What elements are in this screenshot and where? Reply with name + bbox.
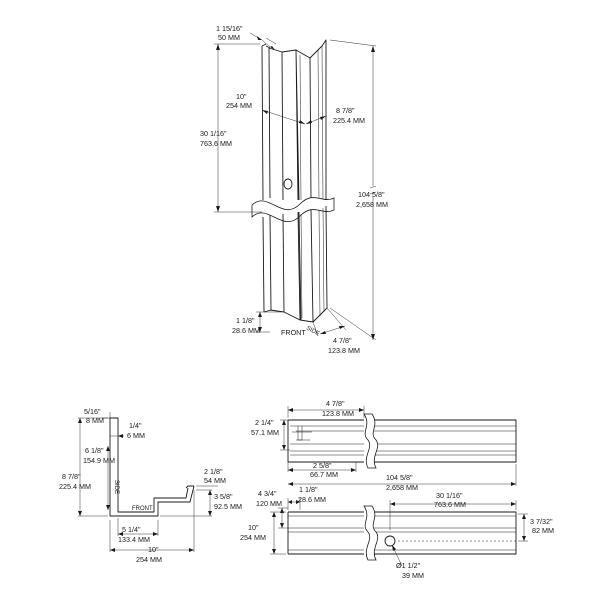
dim-label: 54 MM	[204, 476, 226, 485]
dim-upper-side: 6 1/8" 154.9 MM	[83, 446, 115, 510]
dim-label: 154.9 MM	[83, 456, 115, 465]
dim-label: 1 1/8"	[236, 316, 255, 325]
dim-label: 123.8 MM	[328, 346, 360, 355]
dim-bottom-side: 4 7/8" 123.8 MM	[312, 307, 360, 355]
dim-front-total: 10" 254 MM	[109, 490, 195, 564]
dim-label: 254 MM	[240, 533, 266, 542]
dim-label: 763.6 MM	[200, 139, 232, 148]
dim-label: 2,658 MM	[356, 200, 388, 209]
dim-front-width: 10" 254 MM	[226, 92, 306, 125]
dim-label: 254 MM	[226, 101, 252, 110]
dim-label: 123.8 MM	[322, 409, 354, 418]
dim-right-depth: 3 5/8" 92.5 MM	[160, 489, 242, 517]
dim-label: 92.5 MM	[214, 502, 242, 511]
dim-label: 8 MM	[86, 416, 104, 425]
dim-label: 225.4 MM	[333, 116, 365, 125]
dim-hole-location: 30 1/16" 763.6 MM	[389, 491, 517, 530]
dim-label: 57.1 MM	[251, 428, 279, 437]
front-elevation-body	[287, 505, 517, 561]
dim-top-width: 4 7/8" 123.8 MM	[287, 399, 365, 418]
dim-label: 4 3/4"	[258, 489, 277, 498]
break-symbol	[363, 413, 379, 469]
side-elevation-body	[287, 413, 517, 469]
dim-label: 1/4"	[129, 421, 142, 430]
dim-label: 28.6 MM	[232, 326, 260, 335]
dim-label: 10"	[248, 523, 259, 532]
dim-label: 5/16"	[84, 407, 101, 416]
dim-label: 133.4 MM	[118, 535, 150, 544]
break-symbol	[363, 505, 379, 561]
dim-label: 66.7 MM	[310, 470, 338, 479]
section-profile	[110, 417, 189, 513]
dim-inner: 2 5/8" 66.7 MM	[287, 461, 357, 479]
side-label: SIDE	[305, 325, 320, 337]
dim-label: 104 5/8"	[358, 190, 385, 199]
dim-left-flange: 2 1/4" 57.1 MM	[251, 418, 290, 451]
dim-label: 225.4 MM	[59, 482, 91, 491]
dim-height: 10" 254 MM	[240, 511, 286, 555]
dim-lip: 5/16" 8 MM	[84, 407, 118, 425]
dim-label: 1 15/16"	[216, 24, 243, 33]
side-label: SIDE	[113, 480, 119, 494]
dim-label: Ø1 1/2"	[396, 561, 421, 570]
dim-label: 2 1/4"	[255, 418, 274, 427]
dim-hole-dia: Ø1 1/2" 39 MM	[391, 544, 424, 580]
dim-label: 6 MM	[127, 431, 145, 440]
dim-front-inner: 5 1/4" 133.4 MM	[117, 518, 159, 544]
dim-label: 763.6 MM	[434, 500, 466, 509]
mounting-hole	[384, 535, 396, 547]
dim-label: 2,658 MM	[386, 483, 418, 492]
front-elevation-view: 4 3/4" 120 MM 1 1/8" 28.6 MM 30 1/16" 76…	[240, 485, 554, 580]
dim-label: 4 7/8"	[333, 336, 352, 345]
dim-label: 39 MM	[402, 571, 424, 580]
front-label: FRONT	[132, 506, 153, 512]
dim-label: 50 MM	[218, 33, 240, 42]
dim-label: 30 1/16"	[436, 491, 463, 500]
perspective-view: 1 15/16" 50 MM 30 1/16" 763.6 MM 10" 254…	[200, 24, 388, 355]
front-label: FRONT	[281, 328, 306, 337]
dim-hole-height: 3 7/32" 82 MM	[518, 513, 554, 542]
dim-label: 4 7/8"	[326, 399, 345, 408]
dim-label: 1 1/8"	[299, 485, 318, 494]
dim-thickness: 1/4" 6 MM	[110, 421, 145, 440]
dim-flange: 1 15/16" 50 MM	[216, 24, 277, 50]
side-elevation-view: 4 7/8" 123.8 MM 2 1/4" 57.1 MM 2 5/8" 66…	[251, 399, 517, 492]
dim-top-length: 30 1/16" 763.6 MM	[200, 43, 262, 213]
dim-label: 8 7/8"	[62, 472, 81, 481]
dim-label: 3 5/8"	[214, 492, 233, 501]
break-symbol	[251, 197, 335, 222]
dim-side-total: 8 7/8" 225.4 MM	[59, 417, 108, 517]
dim-label: 120 MM	[256, 499, 282, 508]
dim-length: 104 5/8" 2,658 MM	[288, 464, 517, 492]
dim-label: 8 7/8"	[336, 106, 355, 115]
dim-label: 3 7/32"	[530, 517, 553, 526]
dim-total-length: 104 5/8" 2,658 MM	[329, 39, 388, 341]
dim-label: 2 5/8"	[313, 461, 332, 470]
dim-right-flange: 2 1/8" 54 MM	[196, 467, 226, 487]
mounting-hole	[283, 178, 293, 190]
dim-label: 10"	[236, 92, 247, 101]
dim-label: 5 1/4"	[122, 525, 141, 534]
dim-width: 4 3/4" 120 MM	[256, 489, 288, 529]
dim-label: 2 1/8"	[204, 467, 223, 476]
post-body	[251, 39, 335, 323]
cross-section-view: 5/16" 8 MM 1/4" 6 MM 6 1/8" 154.9 MM 8 7…	[59, 407, 242, 564]
dim-label: 82 MM	[532, 526, 554, 535]
dim-label: 104 5/8"	[386, 473, 413, 482]
dim-bottom-offset: 1 1/8" 28.6 MM	[287, 485, 326, 510]
dim-label: 6 1/8"	[85, 446, 104, 455]
dim-label: 10"	[148, 545, 159, 554]
dim-label: 28.6 MM	[298, 495, 326, 504]
dim-side-width: 8 7/8" 225.4 MM	[305, 106, 365, 125]
dim-bottom-offset: 1 1/8" 28.6 MM	[232, 311, 282, 335]
dim-label: 30 1/16"	[200, 129, 227, 138]
dim-label: 254 MM	[136, 555, 162, 564]
